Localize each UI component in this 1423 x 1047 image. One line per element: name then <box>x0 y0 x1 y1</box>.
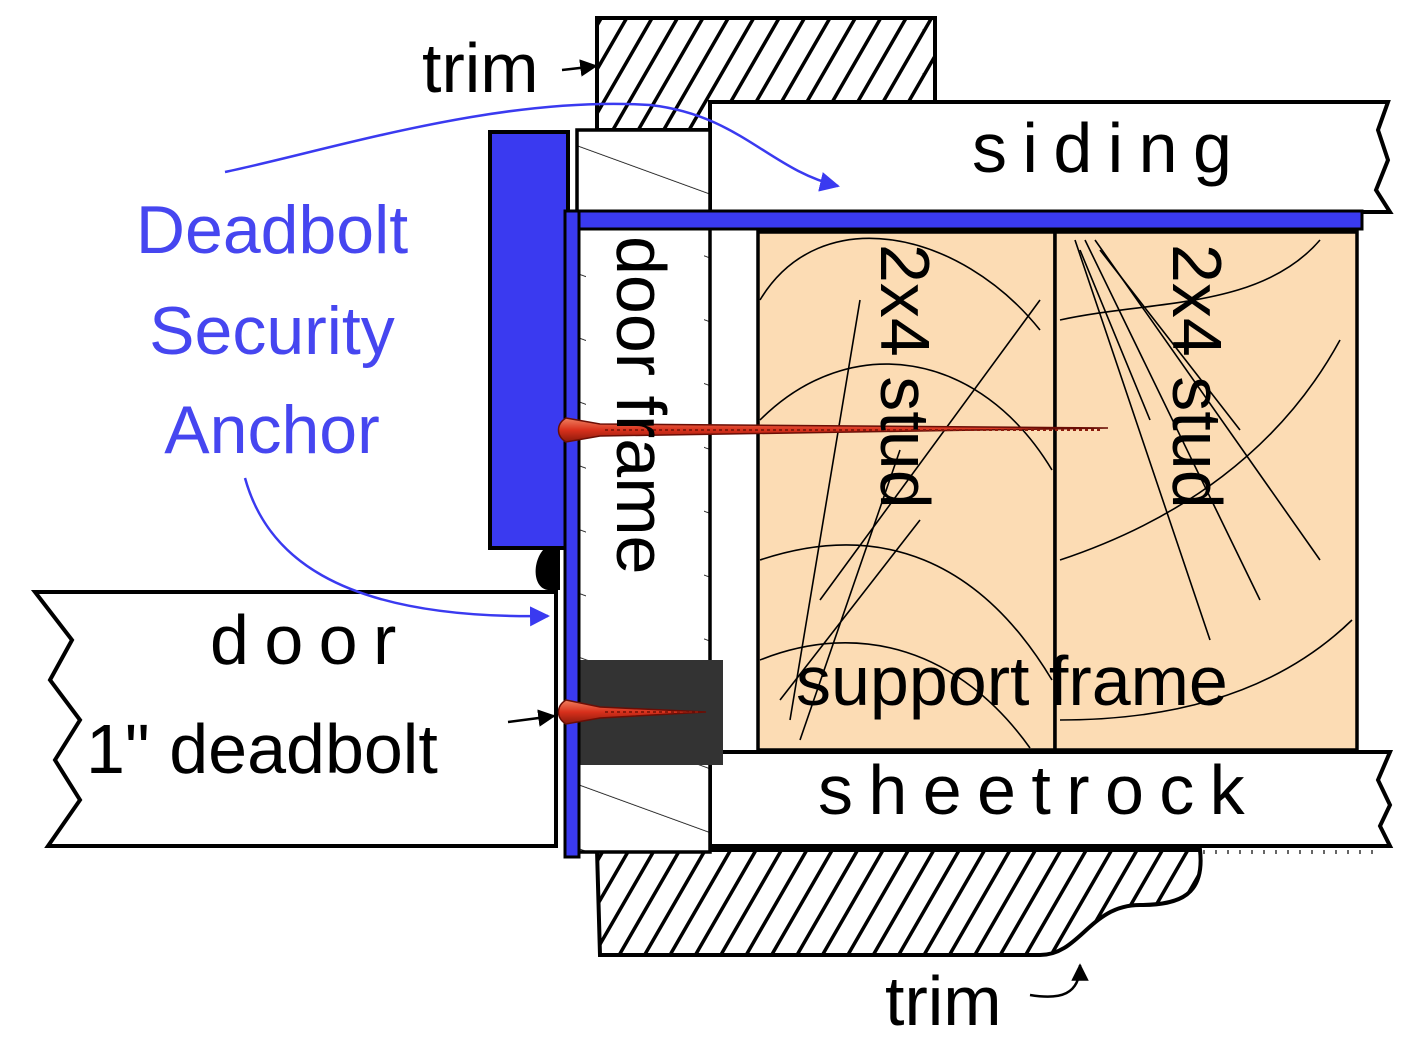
door-label: door <box>210 601 412 679</box>
trim-bottom-arrow-icon <box>1029 963 1089 998</box>
stud-1 <box>756 230 1057 752</box>
stud-1-label: 2x4 stud <box>866 244 944 509</box>
anchor-label-line-1: Deadbolt <box>136 192 408 268</box>
siding-label: siding <box>972 109 1247 187</box>
deadbolt-arrow-icon <box>507 709 556 727</box>
trim-bottom-label: trim <box>885 962 1002 1040</box>
anchor-label-line-3: Anchor <box>164 392 379 468</box>
anchor-label-line-2: Security <box>149 293 395 369</box>
short-screw-icon <box>557 699 707 725</box>
deadbolt-label: 1" deadbolt <box>86 710 438 788</box>
stud-2-label: 2x4 stud <box>1158 244 1236 509</box>
anchor-callout-arrow-top-icon <box>224 102 840 192</box>
trim-top-arrow-icon <box>561 59 598 77</box>
anchor-plate <box>488 130 570 550</box>
trim-bottom <box>594 848 1203 957</box>
anchor-callout-arrow-bottom-icon <box>243 477 550 627</box>
sheetrock-label: sheetrock <box>818 751 1260 829</box>
support-frame-label: support frame <box>796 642 1228 720</box>
door-slab <box>30 590 558 848</box>
anchor-strip-top <box>566 209 1364 231</box>
long-screw-icon <box>557 417 1109 443</box>
anchor-strip-side <box>563 209 581 859</box>
trim-top-label: trim <box>422 29 539 107</box>
weatherstrip <box>535 548 560 590</box>
door-frame-label: door frame <box>602 236 680 574</box>
door-frame-label-bg <box>586 228 704 658</box>
stud-2 <box>1053 230 1359 752</box>
